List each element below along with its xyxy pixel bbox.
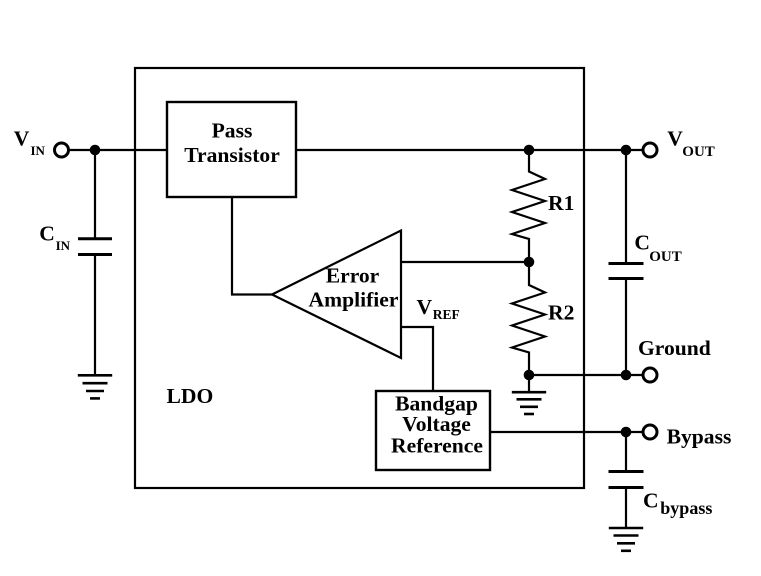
- svg-text:Pass: Pass: [212, 119, 253, 143]
- svg-text:OUT: OUT: [682, 144, 715, 160]
- svg-text:Amplifier: Amplifier: [309, 288, 399, 312]
- svg-text:Ground: Ground: [638, 336, 711, 360]
- svg-text:REF: REF: [433, 307, 460, 322]
- svg-text:Bandgap: Bandgap: [395, 392, 478, 416]
- svg-text:Bypass: Bypass: [667, 424, 732, 448]
- svg-text:OUT: OUT: [649, 249, 682, 265]
- svg-text:V: V: [14, 126, 30, 150]
- svg-text:C: C: [634, 231, 650, 255]
- svg-text:V: V: [417, 295, 433, 319]
- svg-text:IN: IN: [56, 238, 71, 253]
- svg-text:R1: R1: [548, 191, 574, 215]
- svg-text:Reference: Reference: [391, 434, 483, 458]
- svg-text:R2: R2: [548, 301, 574, 325]
- svg-text:Transistor: Transistor: [184, 143, 280, 167]
- svg-text:bypass: bypass: [660, 498, 712, 518]
- svg-text:IN: IN: [31, 143, 46, 158]
- svg-text:V: V: [667, 126, 683, 150]
- svg-text:LDO: LDO: [167, 384, 214, 408]
- svg-text:C: C: [643, 489, 659, 513]
- svg-text:C: C: [39, 222, 55, 246]
- svg-text:Error: Error: [326, 264, 380, 288]
- svg-text:Voltage: Voltage: [402, 412, 471, 436]
